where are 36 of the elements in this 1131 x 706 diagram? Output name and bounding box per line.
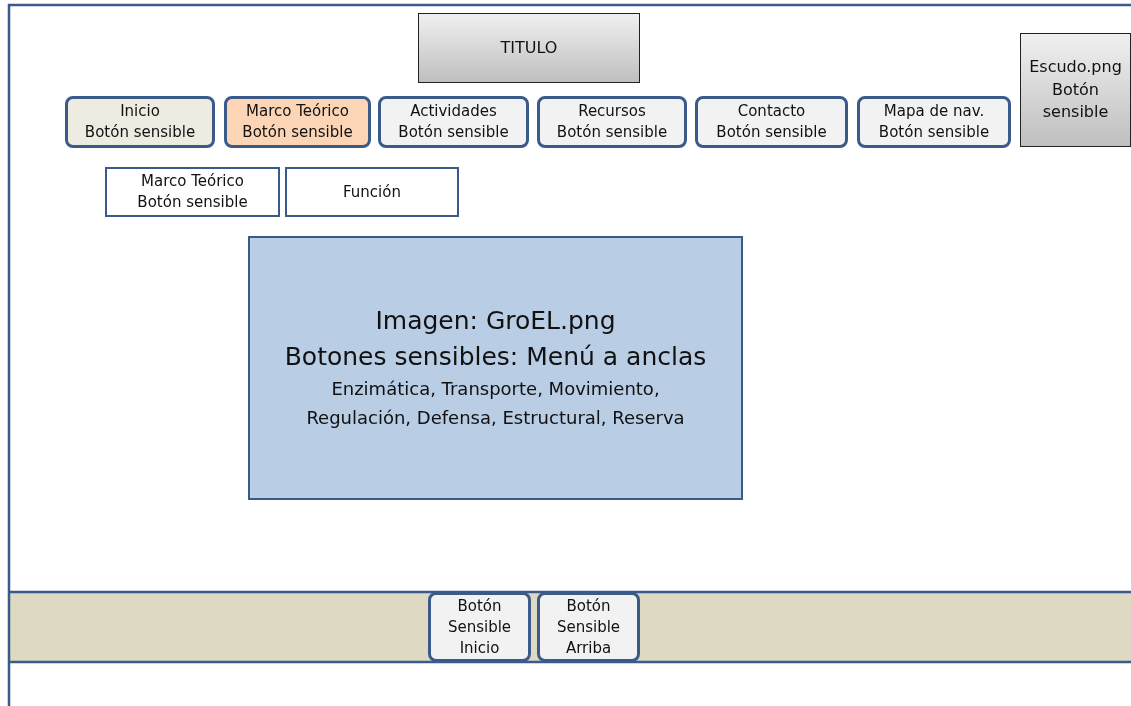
- footer-button: [428, 592, 531, 662]
- label-text: Botón sensible: [398, 122, 509, 143]
- title-box: [418, 13, 640, 83]
- category-list: Enzimática, Transporte, Movimiento, Regulación, Defensa, Estructural, Reserva: [250, 375, 741, 434]
- nav-button: [857, 96, 1011, 148]
- panel-heading: Imagen: GroEL.png: [375, 304, 616, 337]
- nav-button: [65, 96, 215, 148]
- shield-button: [1020, 33, 1131, 147]
- submenu-box: [105, 167, 280, 217]
- label-text: Inicio: [120, 101, 160, 122]
- label-text: Contacto: [737, 101, 806, 122]
- nav-button: [378, 96, 529, 148]
- nav-button: [224, 96, 371, 148]
- label-text: Botón sensible: [556, 122, 668, 143]
- footer-button: [537, 592, 640, 662]
- label-text: TITULO: [500, 36, 558, 59]
- label-text: Botón sensible: [716, 122, 827, 143]
- submenu-box: [285, 167, 459, 217]
- label-text: Botón sensible: [137, 192, 248, 213]
- label-text: Botón sensible: [878, 122, 990, 143]
- label-text: Botón sensible: [242, 122, 353, 143]
- label-text: Botón Sensible Arriba: [555, 595, 622, 659]
- label-text: Marco Teórico: [246, 101, 349, 122]
- panel-heading: Botones sensibles: Menú a anclas: [284, 341, 707, 374]
- label-text: Actividades: [410, 101, 497, 122]
- nav-button: [537, 96, 687, 148]
- nav-button: [695, 96, 848, 148]
- label-text: Marco Teórico: [141, 171, 244, 192]
- label-text: Botón sensible: [1041, 78, 1110, 124]
- label-text: Recursos: [578, 101, 646, 122]
- label-text: Función: [343, 181, 401, 203]
- label-text: Botón Sensible Inicio: [446, 595, 513, 659]
- label-text: Botón sensible: [84, 122, 196, 143]
- content-panel: [248, 236, 743, 500]
- label-text: Mapa de nav.: [883, 101, 985, 122]
- label-text: Escudo.png: [1029, 56, 1122, 79]
